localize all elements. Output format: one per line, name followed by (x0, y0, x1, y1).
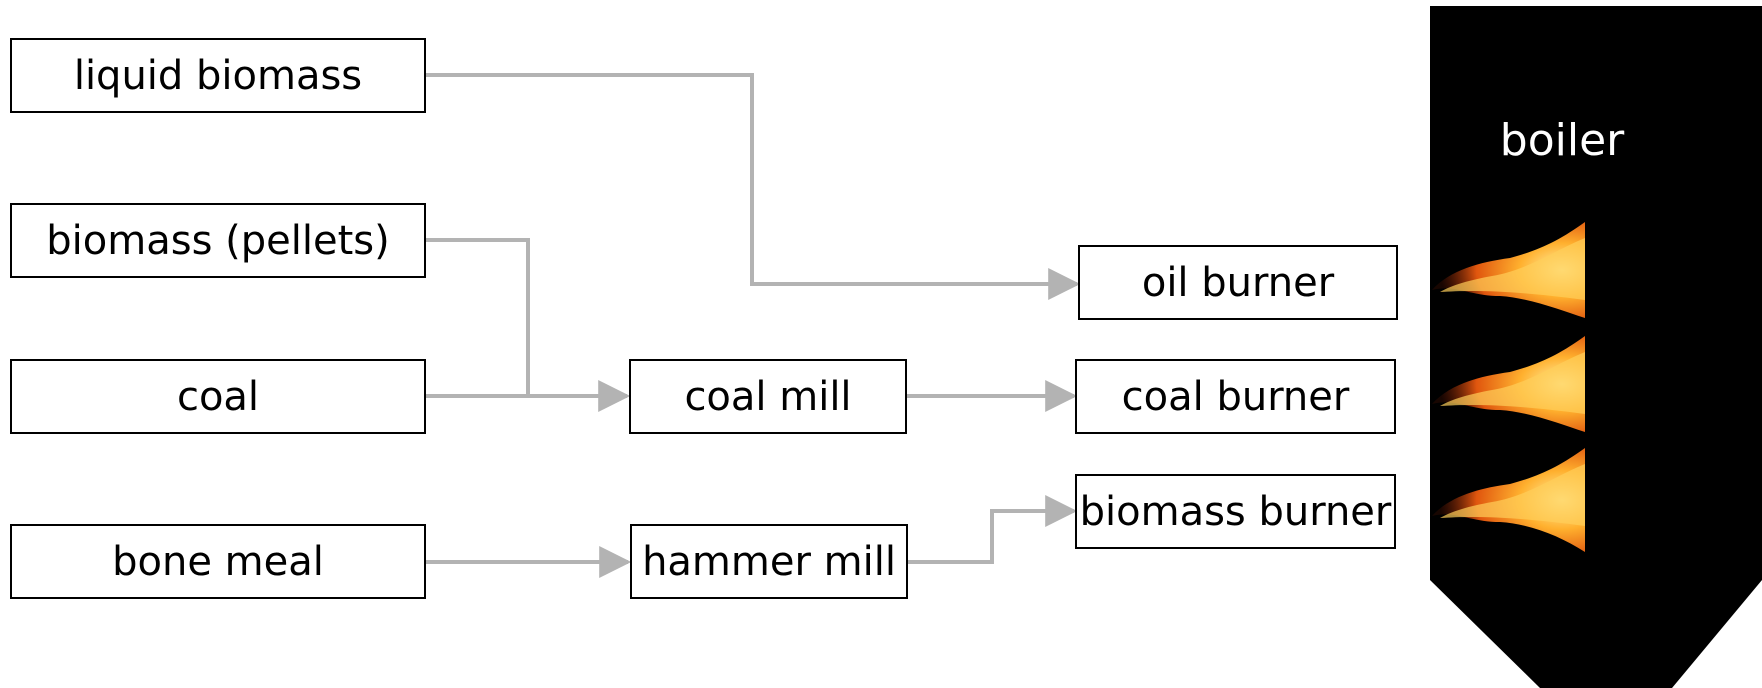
input-bone-meal: bone meal (10, 524, 426, 599)
coal-burner: coal burner (1075, 359, 1396, 434)
flame-icon (1432, 448, 1585, 552)
flame-icon (1432, 222, 1585, 318)
input-coal: coal (10, 359, 426, 434)
hammer-mill: hammer mill (630, 524, 908, 599)
biomass-burner: biomass burner (1075, 474, 1396, 549)
connector-biomass-pellets-to-coal-mill (424, 238, 530, 396)
input-biomass-pellets: biomass (pellets) (10, 203, 426, 278)
coal-mill: coal mill (629, 359, 907, 434)
connector-hammer-mill-to-biomass-burner (907, 495, 1078, 564)
oil-burner: oil burner (1078, 245, 1398, 320)
flame-icon (1432, 336, 1585, 432)
input-liquid-biomass: liquid biomass (10, 38, 426, 113)
boiler-body (1430, 6, 1762, 688)
connector-liquid-biomass-to-oil-burner (424, 73, 1081, 300)
boiler-label: boiler (1499, 115, 1625, 166)
